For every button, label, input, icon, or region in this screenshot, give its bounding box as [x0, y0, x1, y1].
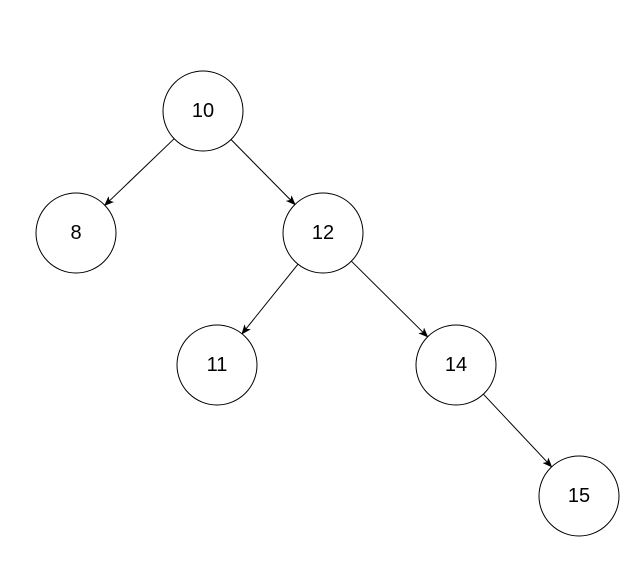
- node-label: 10: [192, 100, 214, 122]
- edge-14-to-15: [483, 393, 553, 468]
- node-label: 15: [568, 485, 590, 507]
- node-circle: [176, 324, 258, 406]
- nodes-layer: 10 8 12 11 14 15: [35, 70, 620, 537]
- tree-node-8[interactable]: 8: [35, 192, 117, 274]
- edge-12-to-11: [241, 263, 299, 335]
- node-label: 11: [207, 354, 228, 376]
- edge-10-to-8: [104, 138, 175, 206]
- node-label: 14: [445, 354, 467, 376]
- edges-layer: [104, 138, 553, 468]
- tree-node-11[interactable]: 11: [176, 324, 258, 406]
- node-label: 8: [70, 222, 81, 244]
- tree-node-15[interactable]: 15: [538, 455, 620, 537]
- node-circle: [415, 324, 497, 406]
- tree-node-14[interactable]: 14: [415, 324, 497, 406]
- node-circle: [35, 192, 117, 274]
- edge-10-to-12: [230, 139, 296, 206]
- node-circle: [282, 192, 364, 274]
- tree-node-10[interactable]: 10: [162, 70, 244, 152]
- node-label: 12: [312, 222, 334, 244]
- tree-node-12[interactable]: 12: [282, 192, 364, 274]
- edge-12-to-14: [351, 260, 429, 338]
- node-circle: [162, 70, 244, 152]
- node-circle: [538, 455, 620, 537]
